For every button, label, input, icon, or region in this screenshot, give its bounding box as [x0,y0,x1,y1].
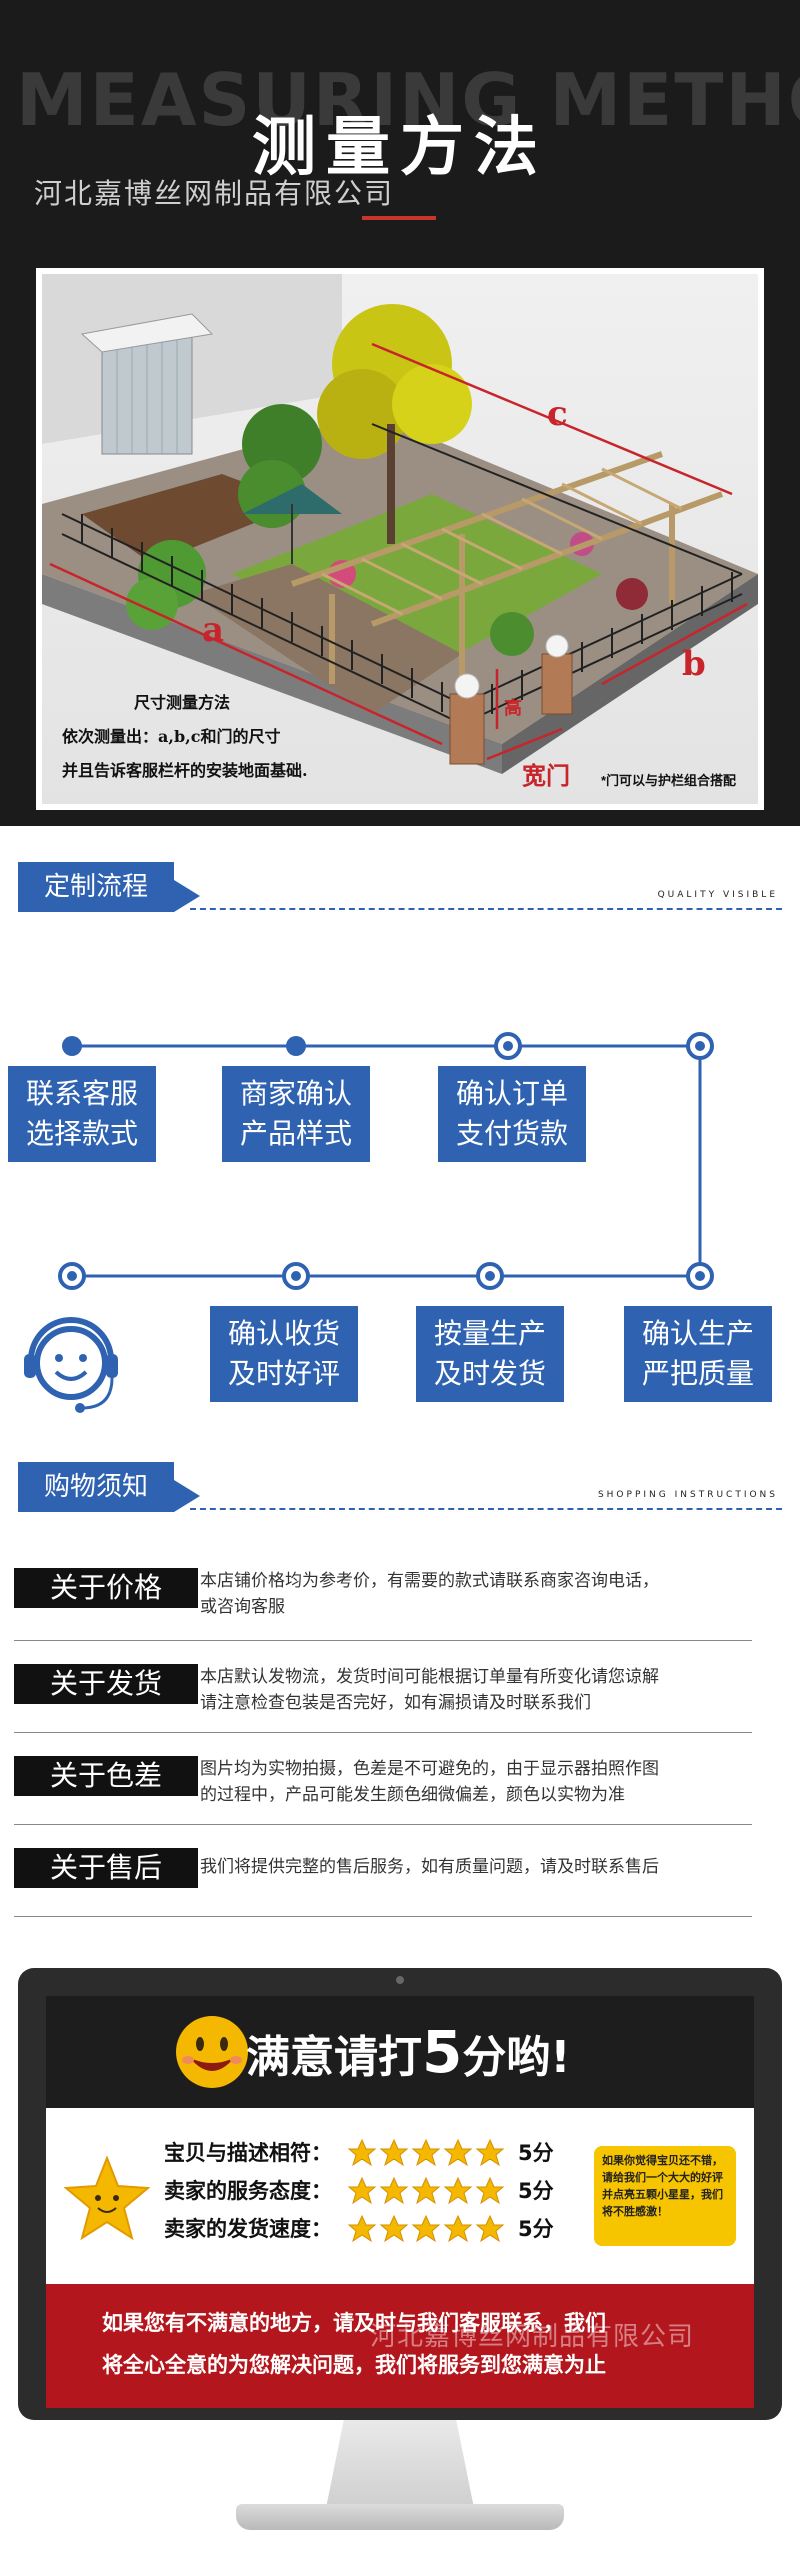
service-promise-banner: 如果您有不满意的地方，请及时与我们客服联系，我们 将全心全意的为您解决问题，我们… [46,2284,754,2408]
note-aftersale-label: 关于售后 [14,1848,198,1888]
note-divider [14,1824,752,1825]
star-rating[interactable] [348,2215,508,2243]
rating-label: 卖家的发货速度： [164,2217,332,2241]
process-heading-label: 定制流程 [18,862,201,912]
process-flow-lines [58,1032,714,1290]
rating-label: 宝贝与描述相符： [164,2141,332,2165]
note-price-label: 关于价格 [14,1568,198,1608]
note-color-label: 关于色差 [14,1756,198,1796]
garden-illustration: c a b 高 宽门 尺寸测量方法 依次测量出：a,b,c和门的尺寸 并且告诉客… [42,274,758,804]
measure-instruction-line-3: 并且告诉客服栏杆的安装地面基础. [62,761,308,780]
rating-title: 满意请打5分哟! [246,2018,571,2086]
note-color-text: 图片均为实物拍摄，色差是不可避免的，由于显示器拍照作图 的过程中，产品可能发生颜… [200,1759,659,1805]
rating-row-description: 宝贝与描述相符： 5分 [164,2136,584,2170]
measure-label-c: c [547,394,568,434]
process-heading-rule [190,908,782,910]
rating-label: 卖家的服务态度： [164,2179,332,2203]
process-step-pay: 确认订单 支付货款 [438,1066,586,1162]
big-star-icon [64,2156,150,2241]
measure-instruction-line-2: 依次测量出：a,b,c和门的尺寸 [62,727,281,746]
customer-service-icon [24,1317,118,1413]
company-watermark: 河北嘉博丝网制品有限公司 [370,2322,695,2352]
measure-instructions: 尺寸测量方法 依次测量出：a,b,c和门的尺寸 并且告诉客服栏杆的安装地面基础. [62,686,308,788]
measure-label-a: a [202,610,225,650]
rating-score: 5分 [518,2141,554,2165]
monitor-frame: 满意请打5分哟! 宝贝与描述相符： 5分 卖家的服务态度： [18,1968,782,2420]
notes-heading-label: 购物须知 [18,1462,201,1512]
measure-label-gate-width: 宽门 [522,761,570,790]
note-price-text: 本店铺价格均为参考价，有需要的款式请联系商家咨询电话， 或咨询客服 [200,1571,659,1617]
monitor-stand-neck [326,2420,474,2508]
rating-score: 5分 [518,2179,554,2203]
garden-drawing [42,274,758,774]
rating-row-shipping: 卖家的发货速度： 5分 [164,2212,584,2246]
garden-illustration-frame: c a b 高 宽门 尺寸测量方法 依次测量出：a,b,c和门的尺寸 并且告诉客… [36,268,764,810]
star-rating[interactable] [348,2139,508,2167]
smiley-icon [176,2016,248,2088]
measure-label-b: b [682,644,706,684]
note-shipping-text: 本店默认发物流，发货时间可能根据订单量有所变化请您谅解 请注意检查包装是否完好，… [200,1667,659,1713]
process-step-confirm-production: 确认生产 严把质量 [624,1306,772,1402]
notes-heading-english: SHOPPING INSTRUCTIONS [597,1490,778,1500]
process-step-receive: 确认收货 及时好评 [210,1306,358,1402]
measure-title: 测量方法 [252,111,548,185]
rating-banner: 满意请打5分哟! [46,1996,754,2108]
process-step-confirm-style: 商家确认 产品样式 [222,1066,370,1162]
rating-score: 5分 [518,2217,554,2241]
measure-section: MEASURING METHOD 测量方法 河北嘉博丝网制品有限公司 [0,0,800,826]
rating-row-service: 卖家的服务态度： 5分 [164,2174,584,2208]
measure-label-height: 高 [504,698,522,719]
company-name: 河北嘉博丝网制品有限公司 [34,177,395,210]
gate-note: *门可以与护栏组合搭配 [600,773,736,788]
note-divider [14,1916,752,1917]
measure-instruction-line-1: 尺寸测量方法 [134,693,231,712]
note-divider [14,1640,752,1641]
process-heading-english: QUALITY VISIBLE [657,890,778,900]
monitor-screen: 满意请打5分哟! 宝贝与描述相符： 5分 卖家的服务态度： [46,1996,754,2408]
process-step-produce: 按量生产 及时发货 [416,1306,564,1402]
process-step-contact: 联系客服 选择款式 [8,1066,156,1162]
measure-bg-english: MEASURING METHOD [16,58,800,142]
notes-heading-rule [190,1508,782,1510]
service-promise-line-2: 将全心全意的为您解决问题，我们将服务到您满意为止 [102,2353,606,2377]
monitor-stand-base [236,2504,564,2530]
title-accent-line [362,216,436,220]
notes-heading: 购物须知 SHOPPING INSTRUCTIONS [0,1462,800,1522]
monitor-camera [396,1976,404,1984]
note-shipping-label: 关于发货 [14,1664,198,1704]
review-request-bubble: 如果你觉得宝贝还不错，请给我们一个大大的好评并点亮五颗小星星，我们将不胜感激！ [594,2146,736,2246]
note-aftersale-text: 我们将提供完整的售后服务，如有质量问题，请及时联系售后 [200,1857,659,1877]
process-heading: 定制流程 QUALITY VISIBLE [0,862,800,922]
note-divider [14,1732,752,1733]
service-promise-line-1: 如果您有不满意的地方，请及时与我们客服联系，我们 [102,2311,606,2335]
star-rating[interactable] [348,2177,508,2205]
